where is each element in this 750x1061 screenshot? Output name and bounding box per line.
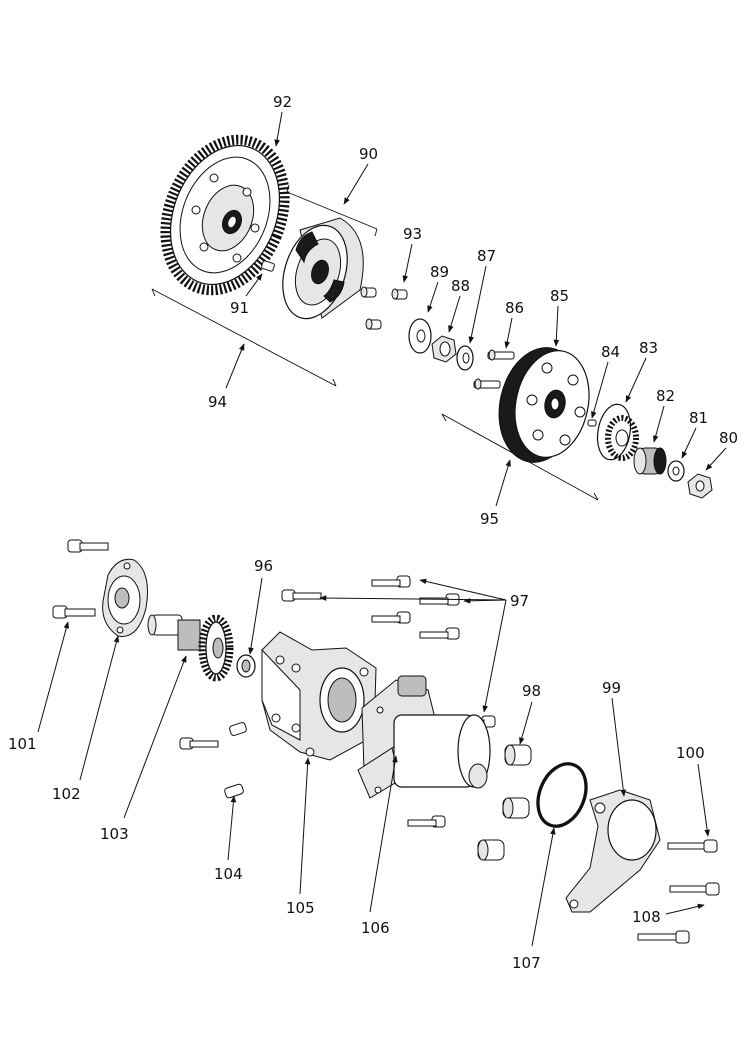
- callout-labels: 92 90 93 89 87 88 86 85 84 83 82 81 80 9…: [8, 93, 738, 972]
- callout-84: 84: [601, 343, 620, 361]
- callout-103: 103: [100, 825, 129, 843]
- callout-105: 105: [286, 899, 315, 917]
- callout-98: 98: [522, 682, 541, 700]
- callout-99: 99: [602, 679, 621, 697]
- callout-107: 107: [512, 954, 541, 972]
- callout-95: 95: [480, 510, 499, 528]
- pin-part-84: [587, 419, 597, 427]
- bolt-set-part-101: [52, 539, 109, 619]
- needle-bearing-part-82: [633, 447, 667, 475]
- callout-80: 80: [719, 429, 738, 447]
- o-ring-part-107: [536, 762, 588, 828]
- nut-part-80: [687, 473, 713, 499]
- long-bolt-set-part-100-108: [637, 839, 720, 944]
- callout-93: 93: [403, 225, 422, 243]
- hex-nut-part-88: [431, 335, 457, 363]
- starter-drive-part-103: [147, 614, 234, 682]
- callout-87: 87: [477, 247, 496, 265]
- callout-89: 89: [430, 263, 449, 281]
- callout-85: 85: [550, 287, 569, 305]
- washer-part-89: [408, 318, 432, 354]
- pin-part-104: [179, 722, 247, 799]
- ring-gear-part-92: [160, 134, 290, 296]
- callout-83: 83: [639, 339, 658, 357]
- housing-part-105: [261, 631, 377, 761]
- callout-91: 91: [230, 299, 249, 317]
- sprocket-part-83: [596, 403, 639, 461]
- callout-108: 108: [632, 908, 661, 926]
- group-bracket-95: [441, 413, 599, 501]
- washer-part-87: [456, 345, 474, 371]
- callout-96: 96: [254, 557, 273, 575]
- callout-86: 86: [505, 299, 524, 317]
- group-bracket-94: [151, 288, 337, 387]
- clutch-drum-part-85: [498, 347, 590, 463]
- leader-lines: [37, 111, 727, 947]
- screw-set-part-93: [360, 286, 408, 330]
- clutch-assembly-part-90: [282, 217, 364, 320]
- stud-set-part-86: [473, 349, 515, 390]
- callout-94: 94: [208, 393, 227, 411]
- spacer-set-part-98: [407, 744, 532, 861]
- callout-101: 101: [8, 735, 37, 753]
- bushing-part-96: [236, 654, 256, 678]
- starter-motor-part-106: [357, 675, 491, 799]
- bracket-part-99: [565, 789, 661, 913]
- callout-106: 106: [361, 919, 390, 937]
- callout-81: 81: [689, 409, 708, 427]
- dowel-pin-part-91: [261, 260, 275, 272]
- washer-part-81: [667, 460, 685, 482]
- callout-90: 90: [359, 145, 378, 163]
- callout-100: 100: [676, 744, 705, 762]
- callout-104: 104: [214, 865, 243, 883]
- callout-88: 88: [451, 277, 470, 295]
- cover-plate-part-102: [102, 558, 148, 637]
- callout-97: 97: [510, 592, 529, 610]
- callout-102: 102: [52, 785, 81, 803]
- callout-82: 82: [656, 387, 675, 405]
- callout-92: 92: [273, 93, 292, 111]
- group-bracket-90: [286, 191, 378, 230]
